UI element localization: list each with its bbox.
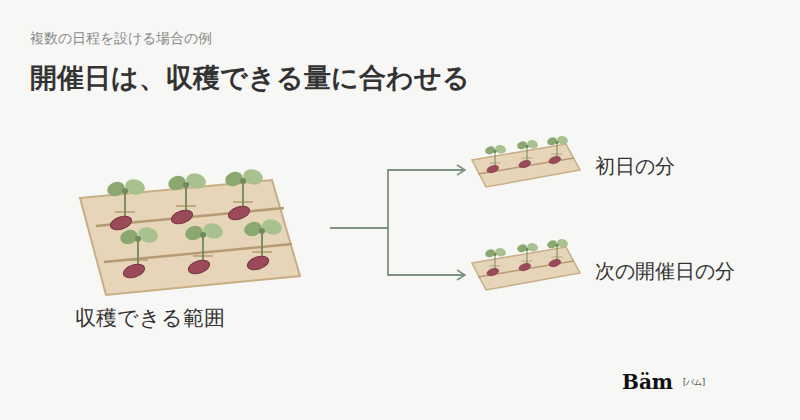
small-field [472,135,580,187]
node-label: 次の開催日の分 [595,258,735,285]
small-field [472,238,580,290]
node-label: 収穫できる範囲 [75,304,225,332]
diagram-title: 開催日は、収穫できる量に合わせる [30,60,470,96]
big-field [80,167,300,295]
subtitle: 複数の日程を設ける場合の例 [30,30,212,48]
node-label: 初日の分 [595,153,675,180]
logo-mark: Bäm [622,370,673,394]
logo-reading: [バム] [683,377,705,388]
next-day-share: 次の開催日の分 [465,245,705,301]
split-arrow [330,170,465,228]
harvest-field: 収穫できる範囲 [75,170,330,340]
split-arrow [330,228,465,275]
first-day-share: 初日の分 [465,140,675,196]
